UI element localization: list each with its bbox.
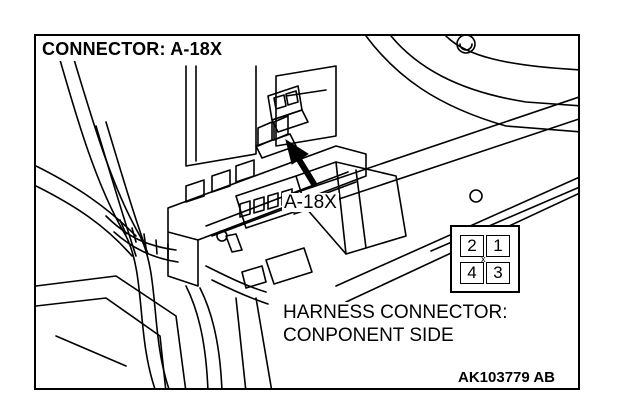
connector-title: CONNECTOR: A-18X <box>38 38 227 61</box>
engine-bay-illustration <box>36 36 578 388</box>
connector-pin-layout: 2 1 4 3 x <box>450 225 520 293</box>
pin-2: 2 <box>460 235 484 257</box>
pin-4: 4 <box>460 262 484 284</box>
connector-callout-label: A-18X <box>282 192 339 213</box>
pointer-arrow <box>285 138 317 187</box>
harness-note-line-2: CONPONENT SIDE <box>281 325 456 346</box>
figure-code: AK103779 AB <box>456 369 557 386</box>
pin-center-mark: x <box>481 254 486 264</box>
harness-note-line-1: HARNESS CONNECTOR: <box>281 302 510 323</box>
diagram-frame: CONNECTOR: A-18X A-18X 2 1 4 3 x HARNESS… <box>34 34 580 390</box>
pin-3: 3 <box>486 262 510 284</box>
pin-1: 1 <box>486 235 510 257</box>
